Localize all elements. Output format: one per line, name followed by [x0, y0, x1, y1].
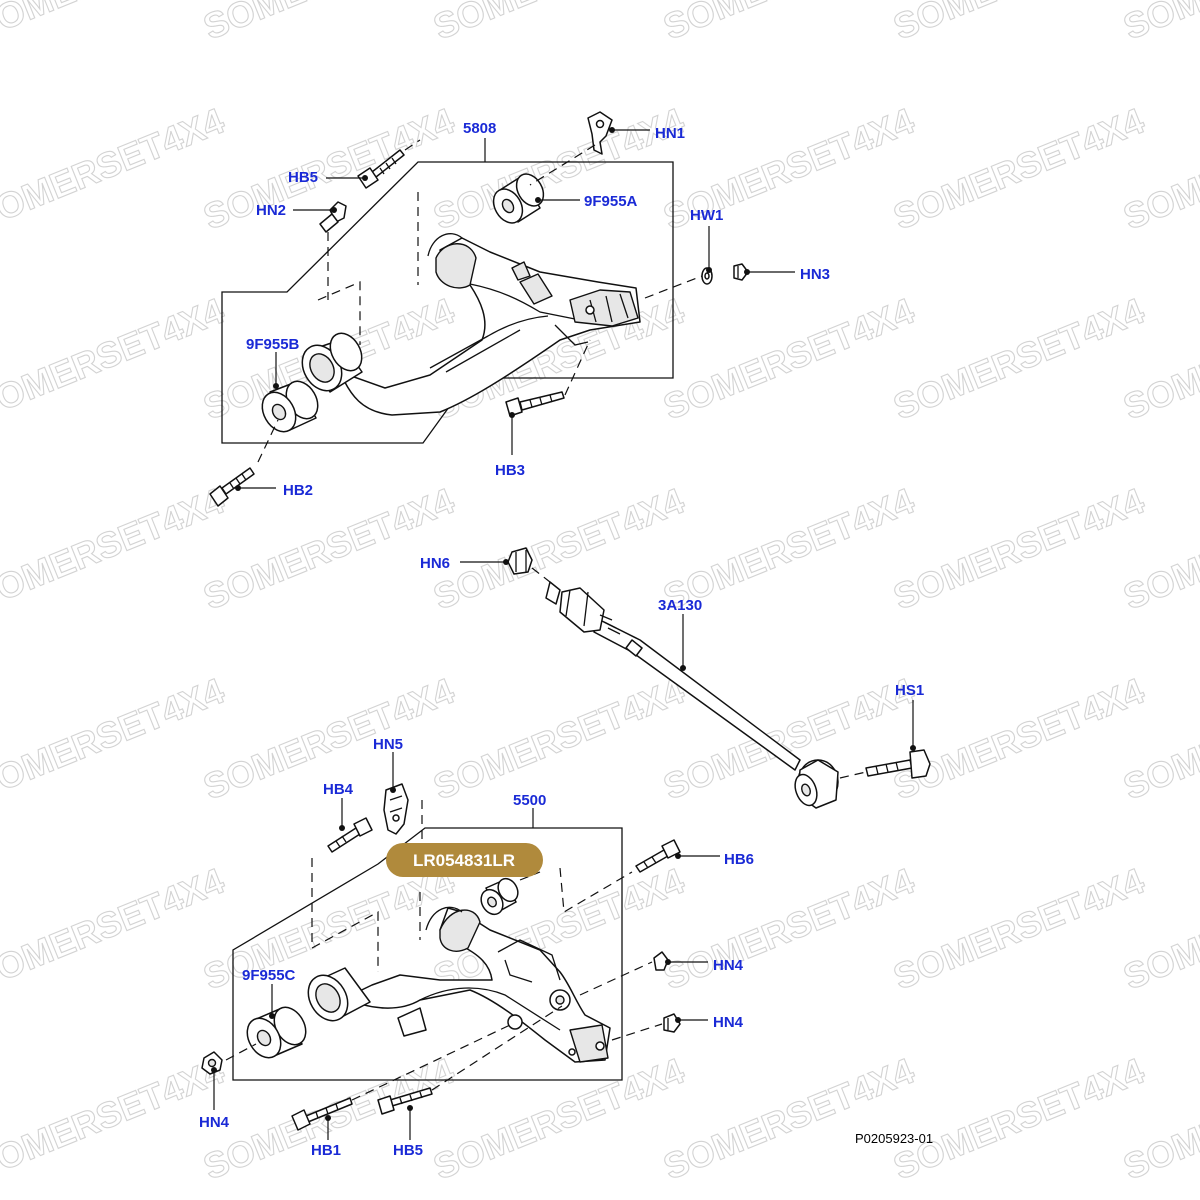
nut-hn3[interactable] [733, 263, 749, 281]
lower-control-arm[interactable] [344, 906, 611, 1063]
nut-hn4-left[interactable] [201, 1051, 223, 1075]
upper-control-arm-group [209, 111, 749, 507]
tie-rod-dashline-hs1 [839, 771, 867, 779]
callout-hn4-left[interactable]: HN4 [199, 1114, 230, 1131]
watermark-text-10: SOMERSET4X4 [888, 100, 1150, 238]
lower-arm-frame [232, 827, 623, 1081]
nut-hn6[interactable] [507, 547, 533, 575]
upper-dashline-bushing [317, 281, 361, 345]
callout-labels: 5808 HN1 HB5 HN2 9F955A HW1 HN3 9F955B H… [199, 120, 924, 1159]
watermark-text-40: SOMERSET4X4 [888, 1050, 1150, 1188]
callout-hn4-upper[interactable]: HN4 [713, 957, 744, 974]
bushing-9f955b[interactable] [256, 376, 325, 438]
leader-lines [211, 127, 916, 1140]
watermark-text-39: SOMERSET4X4 [658, 1050, 920, 1188]
bolt-hs1[interactable] [865, 749, 931, 779]
bolt-hb4[interactable] [327, 817, 373, 853]
watermark-text-6: SOMERSET4X4 [0, 100, 230, 238]
bolt-hb3[interactable] [505, 391, 565, 417]
lower-dashline-hn4-left [225, 1043, 257, 1061]
callout-hn2[interactable]: HN2 [256, 202, 286, 219]
watermark-text-24: SOMERSET4X4 [0, 670, 230, 808]
watermark-text-15: SOMERSET4X4 [658, 290, 920, 428]
nut-hn4-upper[interactable] [653, 951, 669, 971]
bolt-hb2[interactable] [209, 467, 255, 507]
part-number-badge[interactable]: LR054831LR [386, 843, 543, 877]
upper-dashline-hn3 [644, 275, 703, 299]
callout-hb1[interactable]: HB1 [311, 1142, 341, 1159]
lower-dashline-hb6 [559, 867, 633, 913]
bushing-lower-upper-pivot[interactable] [477, 875, 522, 918]
callout-hb5-upper[interactable]: HB5 [288, 169, 318, 186]
callout-5808[interactable]: 5808 [463, 120, 496, 137]
callout-hn6[interactable]: HN6 [420, 555, 450, 572]
watermark-text-33: SOMERSET4X4 [658, 860, 920, 998]
callout-hb3[interactable]: HB3 [495, 462, 525, 479]
watermark-text-3: SOMERSET4X4 [658, 0, 920, 47]
callout-9f955b[interactable]: 9F955B [246, 336, 300, 353]
upper-control-arm[interactable] [339, 233, 641, 416]
callout-hb2[interactable]: HB2 [283, 482, 313, 499]
tie-rod-dashline-hn6 [531, 567, 551, 583]
lower-control-arm-group [201, 783, 681, 1131]
watermark-text-5: SOMERSET4X4 [1118, 0, 1200, 47]
clip-hn5[interactable] [383, 783, 409, 835]
callout-9f955a[interactable]: 9F955A [584, 193, 638, 210]
watermark-text-28: SOMERSET4X4 [888, 670, 1150, 808]
watermark-text-12: SOMERSET4X4 [0, 290, 230, 428]
watermark-text-19: SOMERSET4X4 [198, 480, 460, 618]
callout-hw1[interactable]: HW1 [690, 207, 723, 224]
bolt-hb6[interactable] [635, 839, 681, 873]
figure-reference: P0205923-01 [855, 1131, 933, 1146]
lower-dashline-hb5 [431, 1005, 563, 1091]
lower-dashline-hn4-upper [579, 961, 653, 996]
bushing-9f955b-sleeve[interactable] [294, 328, 368, 398]
nut-hn4-right[interactable] [663, 1013, 681, 1033]
callout-hn3[interactable]: HN3 [800, 266, 830, 283]
part-number-badge-bg [386, 843, 543, 877]
watermark-text-36: SOMERSET4X4 [0, 1050, 230, 1188]
upper-dashline-hb3 [564, 339, 591, 396]
lower-dashline-hn4-right [611, 1023, 663, 1041]
bracket-hn1[interactable] [587, 111, 613, 155]
watermark-text-26: SOMERSET4X4 [428, 670, 690, 808]
watermark-text-2: SOMERSET4X4 [428, 0, 690, 47]
callout-9f955c[interactable]: 9F955C [242, 967, 296, 984]
callout-hs1[interactable]: HS1 [895, 682, 924, 699]
upper-dashline-hn1 [529, 144, 596, 186]
watermark-text-18: SOMERSET4X4 [0, 480, 230, 618]
upper-dashline-hb2 [257, 419, 279, 463]
bolt-hb1[interactable] [291, 1097, 353, 1131]
watermark-text-38: SOMERSET4X4 [428, 1050, 690, 1188]
bushing-9f955c[interactable] [241, 1002, 313, 1064]
part-number-badge-text: LR054831LR [413, 851, 515, 870]
callout-hn5[interactable]: HN5 [373, 736, 403, 753]
callout-hn1[interactable]: HN1 [655, 125, 685, 142]
watermark-text-16: SOMERSET4X4 [888, 290, 1150, 428]
bushing-9f955c-sleeve[interactable] [300, 967, 371, 1028]
callout-hn4-right[interactable]: HN4 [713, 1014, 744, 1031]
watermark-text-1: SOMERSET4X4 [198, 0, 460, 47]
upper-arm-frame [221, 161, 674, 444]
lower-dashline-left [311, 910, 379, 972]
callout-5500[interactable]: 5500 [513, 792, 546, 809]
lower-dashline-mid [519, 871, 541, 881]
callout-hb6[interactable]: HB6 [724, 851, 754, 868]
callout-3a130[interactable]: 3A130 [658, 597, 702, 614]
tie-rod-group [507, 547, 931, 809]
watermark-text-4: SOMERSET4X4 [888, 0, 1150, 47]
bolt-hb5-lower[interactable] [377, 1087, 433, 1115]
watermark-text-22: SOMERSET4X4 [888, 480, 1150, 618]
watermark-text-0: SOMERSET4X4 [0, 0, 230, 47]
nut-hn2[interactable] [319, 201, 347, 233]
tie-rod-3a130[interactable] [545, 581, 839, 809]
callout-hb4[interactable]: HB4 [323, 781, 354, 798]
watermark-text-30: SOMERSET4X4 [0, 860, 230, 998]
callout-hb5-lower[interactable]: HB5 [393, 1142, 423, 1159]
watermark-text-34: SOMERSET4X4 [888, 860, 1150, 998]
upper-dashline-hb5 [404, 139, 421, 151]
